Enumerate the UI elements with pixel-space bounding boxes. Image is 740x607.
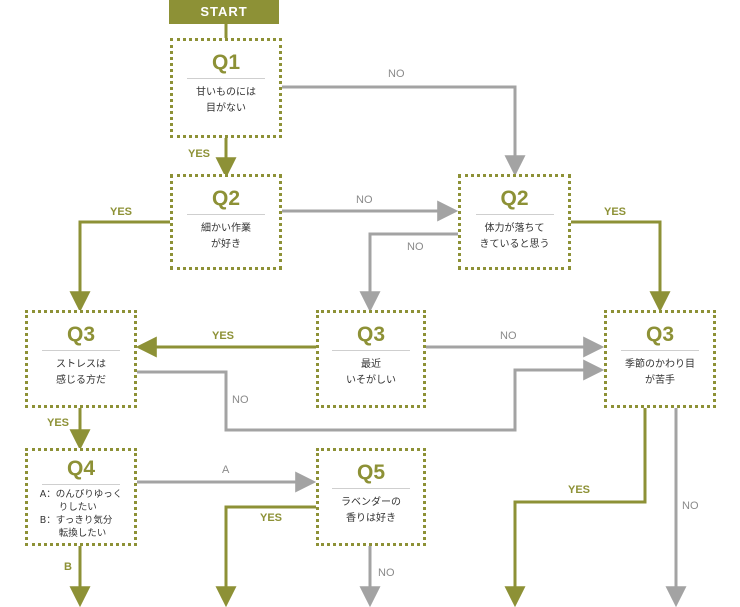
node-q3c: Q3 季節のかわり目 が苦手 — [604, 310, 716, 408]
edge-label-q3c-yes: YES — [568, 484, 591, 496]
node-q2a: Q2 細かい作業 が好き — [170, 174, 282, 270]
edge-label-q2a-no: NO — [356, 194, 373, 206]
node-q4-label: Q4 — [66, 457, 95, 480]
node-q1-label: Q1 — [211, 51, 240, 74]
edge-label-q4-b: B — [64, 561, 72, 573]
node-q3a: Q3 ストレスは 感じる方だ — [25, 310, 137, 408]
node-q3b-text: 最近 いそがしい — [346, 359, 396, 386]
node-q3b-label: Q3 — [356, 323, 385, 346]
edge-label-q5-no: NO — [378, 567, 395, 579]
node-q3b: Q3 最近 いそがしい — [316, 310, 426, 408]
q1-no-arrow — [282, 85, 526, 177]
node-q1-text: 甘いものには 目がない — [196, 87, 256, 114]
edge-label-q3b-no: NO — [500, 330, 517, 342]
node-q4-rule — [42, 484, 120, 485]
edge-label-q3a-yes: YES — [47, 417, 70, 429]
node-q2a-label: Q2 — [211, 187, 240, 210]
node-q3b-rule — [332, 350, 410, 351]
node-q2a-rule — [187, 214, 265, 215]
edge-label-q4-a: A — [222, 464, 230, 476]
q5-yes-arrow — [215, 505, 316, 607]
node-q3a-label: Q3 — [66, 323, 95, 346]
edge-label-q3b-yes: YES — [212, 330, 235, 342]
node-q5-label: Q5 — [356, 461, 385, 484]
node-q3c-rule — [621, 350, 699, 351]
node-q4: Q4 A：のんびりゆっく りしたい B：すっきり気分 転換したい — [25, 448, 137, 546]
node-q3c-text: 季節のかわり目 が苦手 — [625, 359, 695, 386]
node-q2b-rule — [475, 214, 554, 215]
node-q2b-text: 体力が落ちて きていると思う — [479, 223, 550, 250]
node-q3a-text: ストレスは 感じる方だ — [56, 359, 106, 386]
node-q3c-label: Q3 — [645, 323, 674, 346]
node-q1: Q1 甘いものには 目がない — [170, 38, 282, 138]
q2b-no-arrow — [359, 232, 458, 313]
q3c-yes-arrow — [504, 408, 647, 607]
node-q2b: Q2 体力が落ちて きていると思う — [458, 174, 571, 270]
node-q5-rule — [332, 488, 410, 489]
node-q4-text: A：のんびりゆっく りしたい B：すっきり気分 転換したい — [39, 489, 123, 539]
start-badge: START — [169, 0, 279, 24]
edge-label-q3c-no: NO — [682, 500, 699, 512]
q2b-yes-arrow — [571, 220, 671, 313]
q2a-yes-arrow — [69, 220, 170, 313]
node-q5: Q5 ラベンダーの 香りは好き — [316, 448, 426, 546]
node-q3a-rule — [42, 350, 120, 351]
edge-label-q2a-yes: YES — [110, 206, 133, 218]
node-q2a-text: 細かい作業 が好き — [201, 223, 251, 250]
node-q5-text: ラベンダーの 香りは好き — [341, 497, 401, 524]
node-q2b-label: Q2 — [500, 187, 529, 210]
edge-label-q3a-no: NO — [232, 394, 249, 406]
edge-label-q2b-yes: YES — [604, 206, 627, 218]
edge-label-q2b-no: NO — [407, 241, 424, 253]
node-q1-rule — [187, 78, 265, 79]
edge-label-q1-yes: YES — [188, 148, 211, 160]
q3a-no-arrow — [137, 359, 605, 432]
edge-label-q1-no: NO — [388, 68, 405, 80]
edge-label-q5-yes: YES — [260, 512, 283, 524]
